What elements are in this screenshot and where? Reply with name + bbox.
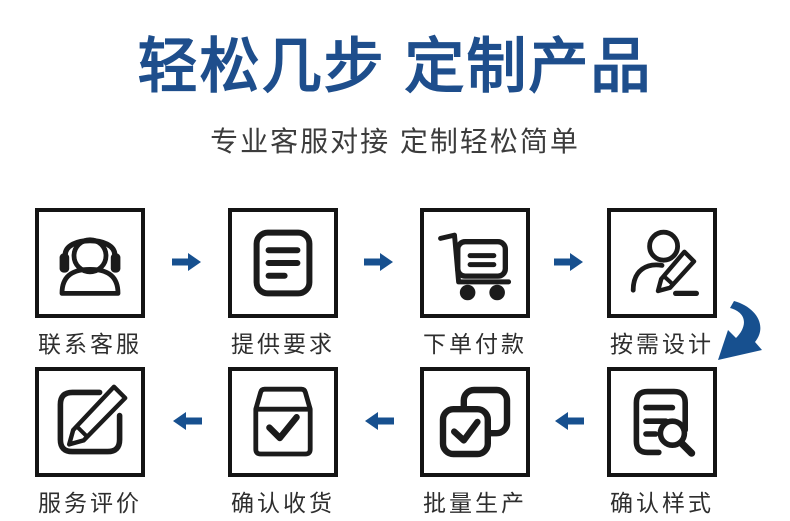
step-batch-production: 批量生产 — [420, 367, 530, 518]
shopping-cart-icon — [420, 208, 530, 318]
arrow-left-icon — [364, 411, 394, 431]
step-contact-service: 联系客服 — [35, 208, 145, 359]
document-magnifier-icon — [607, 367, 717, 477]
step-design-on-demand: 按需设计 — [607, 208, 717, 359]
step-label: 确认收货 — [231, 490, 335, 516]
arrow-right-icon — [364, 252, 394, 272]
step-label: 提供要求 — [231, 331, 335, 357]
step-label: 按需设计 — [610, 331, 714, 357]
step-provide-requirements: 提供要求 — [228, 208, 338, 359]
step-confirm-style: 确认样式 — [607, 367, 717, 518]
review-edit-pencil-icon — [35, 367, 145, 477]
step-service-review: 服务评价 — [35, 367, 145, 518]
step-order-payment: 下单付款 — [420, 208, 530, 359]
requirements-document-icon — [228, 208, 338, 318]
step-confirm-receipt: 确认收货 — [228, 367, 338, 518]
step-label: 服务评价 — [38, 490, 142, 516]
page-subtitle: 专业客服对接 定制轻松简单 — [210, 126, 580, 157]
customer-service-headset-icon — [35, 208, 145, 318]
arrow-right-icon — [172, 252, 202, 272]
designer-with-pencil-icon — [607, 208, 717, 318]
page-title: 轻松几步 定制产品 — [137, 33, 653, 100]
arrow-left-icon — [554, 411, 584, 431]
arrow-left-icon — [172, 411, 202, 431]
arrow-right-icon — [554, 252, 584, 272]
step-label: 下单付款 — [423, 331, 527, 357]
step-label: 批量生产 — [423, 490, 527, 516]
curved-arrow-icon — [698, 300, 770, 366]
batch-copies-check-icon — [420, 367, 530, 477]
step-label: 确认样式 — [610, 490, 714, 516]
step-label: 联系客服 — [38, 331, 142, 357]
package-check-icon — [228, 367, 338, 477]
